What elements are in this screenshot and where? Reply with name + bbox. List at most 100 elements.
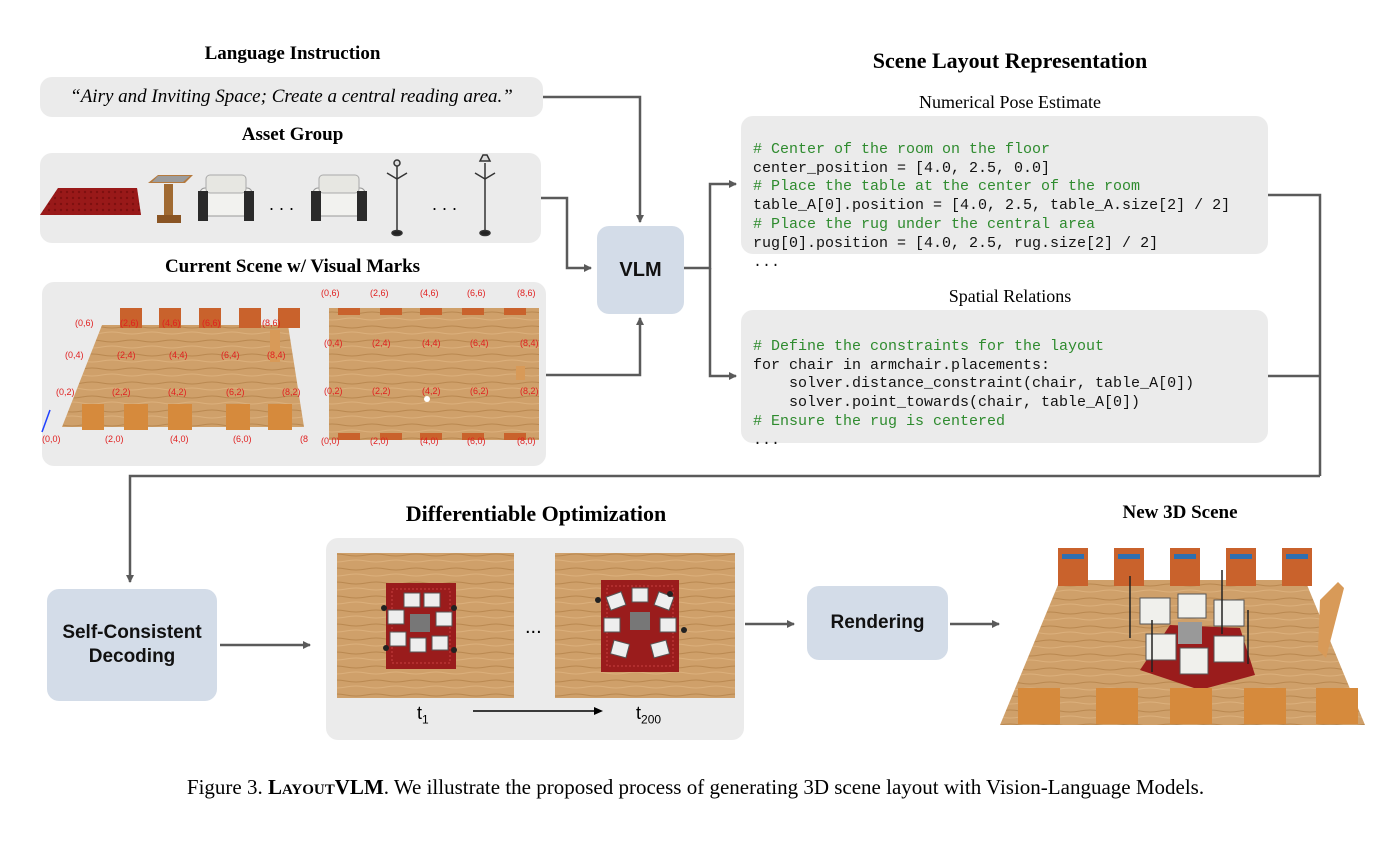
visual-mark-label: (2,4) (372, 338, 391, 348)
caption-prefix: Figure 3. (186, 775, 268, 799)
code-line: # Place the rug under the central area (753, 215, 1096, 233)
visual-mark-label: (6,4) (470, 338, 489, 348)
visual-mark-label: (2,4) (117, 350, 136, 360)
visual-mark-label: (8,6) (517, 288, 536, 298)
visual-mark-label: (6,2) (470, 386, 489, 396)
floor-lamp-asset-2 (474, 154, 496, 237)
armchair-asset (198, 174, 254, 221)
code-line: for chair in armchair.placements: (753, 356, 1051, 374)
caption-suffix: . We illustrate the proposed process of … (383, 775, 1205, 799)
visual-mark-label: (0,2) (324, 386, 343, 396)
code-line: # Center of the room on the floor (753, 140, 1051, 158)
axis-marker (41, 409, 51, 433)
table-asset (148, 175, 193, 223)
visual-mark-label: (4,0) (420, 436, 439, 446)
visual-mark-label: (4,2) (168, 387, 187, 397)
visual-mark-label: (8 (300, 434, 308, 444)
code-line: # Define the constraints for the layout (753, 337, 1105, 355)
visual-mark-label: (0,0) (42, 434, 61, 444)
asset-ellipsis-1: . . . (269, 194, 294, 214)
visual-mark-label: (4,6) (420, 288, 439, 298)
caption-name: LayoutVLM (267, 775, 384, 799)
visual-mark-label: (8,6) (262, 318, 281, 328)
optimization-frame-t1 (337, 553, 514, 698)
asset-group-panel: . . . . . . (40, 153, 541, 243)
visual-mark-label: (8,2) (520, 386, 539, 396)
right-scene-floor (329, 308, 539, 440)
code-line: solver.distance_constraint(chair, table_… (753, 375, 1195, 393)
left-scene-bookshelves (120, 308, 300, 328)
right-scene-shelves (338, 308, 526, 440)
visual-mark-label: (2,0) (105, 434, 124, 444)
new-scene-render (1000, 548, 1365, 725)
floor-lamp-asset (386, 159, 408, 237)
decoding-label: Self-Consistent Decoding (62, 622, 202, 667)
code-line: rug[0].position = [4.0, 2.5, rug.size[2]… (753, 234, 1159, 252)
new-scene-table (1178, 622, 1202, 644)
scene-layout-title: Scene Layout Representation (872, 48, 1148, 73)
vlm-box: VLM (597, 226, 684, 314)
new-scene-seats (1018, 688, 1358, 724)
visual-mark-label: (4,4) (169, 350, 188, 360)
new-scene-door (1318, 582, 1344, 658)
optimization-panel: ... t1 t200 (326, 538, 744, 740)
visual-mark-label: (0,2) (56, 387, 75, 397)
visual-mark-label: (6,0) (467, 436, 486, 446)
visual-mark-label: (2,0) (370, 436, 389, 446)
left-scene-seats (82, 404, 292, 430)
code-line: solver.point_towards(chair, table_A[0]) (753, 394, 1141, 412)
right-visual-marks: (0,6) (2,6) (4,6) (6,6) (8,6) (0,4) (2,4) (4,4)… (321, 288, 539, 446)
visual-mark-label: (2,2) (372, 386, 391, 396)
rendering-label: Rendering (830, 612, 925, 633)
visual-mark-label: (2,2) (112, 387, 131, 397)
visual-mark-label: (4,4) (422, 338, 441, 348)
code-line: # Ensure the rug is centered (753, 412, 1006, 430)
language-instruction-title: Language Instruction (204, 43, 381, 64)
code-line: ... (753, 253, 781, 271)
armchair-asset-2 (311, 174, 367, 221)
visual-mark-label: (6,6) (202, 318, 221, 328)
visual-mark-label: (0,4) (65, 350, 84, 360)
optimization-ellipsis: ... (525, 616, 542, 638)
visual-mark-label: (6,6) (467, 288, 486, 298)
optimization-frame-t200 (555, 553, 735, 698)
current-scene-render: (0,6) (2,6) (4,6) (6,6) (8,6) (0,4) (2,4) (4,4)… (41, 288, 539, 446)
code-line: # Place the table at the center of the r… (753, 178, 1141, 196)
right-scene-door (516, 366, 525, 380)
language-instruction-box: “Airy and Inviting Space; Create a centr… (40, 77, 543, 117)
new-scene-lamps (1129, 570, 1249, 672)
asset-thumbnails: . . . . . . (40, 154, 496, 237)
visual-mark-label: (0,4) (324, 338, 343, 348)
visual-mark-label: (6,2) (226, 387, 245, 397)
visual-mark-label: (4,0) (170, 434, 189, 444)
visual-mark-label: (4,2) (422, 386, 441, 396)
rug-asset (40, 188, 141, 215)
visual-mark-label: (2,6) (120, 318, 139, 328)
code-line: table_A[0].position = [4.0, 2.5, table_A… (753, 197, 1231, 215)
spatial-relations-title: Spatial Relations (948, 286, 1072, 306)
language-instruction-text: “Airy and Inviting Space; Create a centr… (70, 86, 513, 107)
visual-mark-label: (2,6) (370, 288, 389, 298)
code-line: ... (753, 431, 781, 449)
visual-mark-label: (0,6) (75, 318, 94, 328)
optimization-title: Differentiable Optimization (405, 501, 667, 526)
visual-mark-label: (8,4) (520, 338, 539, 348)
visual-mark-label: (8,4) (267, 350, 286, 360)
new-scene-title: New 3D Scene (1122, 502, 1238, 523)
current-scene-panel: (0,6) (2,6) (4,6) (6,6) (8,6) (0,4) (2,4) (4,4)… (41, 282, 546, 466)
new-scene-books (1062, 554, 1308, 559)
self-consistent-decoding-box: Self-Consistent Decoding (47, 589, 217, 701)
new-scene-armchairs (1139, 593, 1245, 675)
right-scene-light (424, 396, 430, 402)
vlm-label: VLM (619, 258, 662, 281)
figure-caption: Figure 3. LayoutVLM. We illustrate the p… (0, 775, 1391, 800)
code-line: center_position = [4.0, 2.5, 0.0] (753, 159, 1051, 177)
t1-label: t1 (417, 703, 429, 727)
optimization-frames: ... (337, 553, 735, 715)
visual-mark-label: (0,6) (321, 288, 340, 298)
